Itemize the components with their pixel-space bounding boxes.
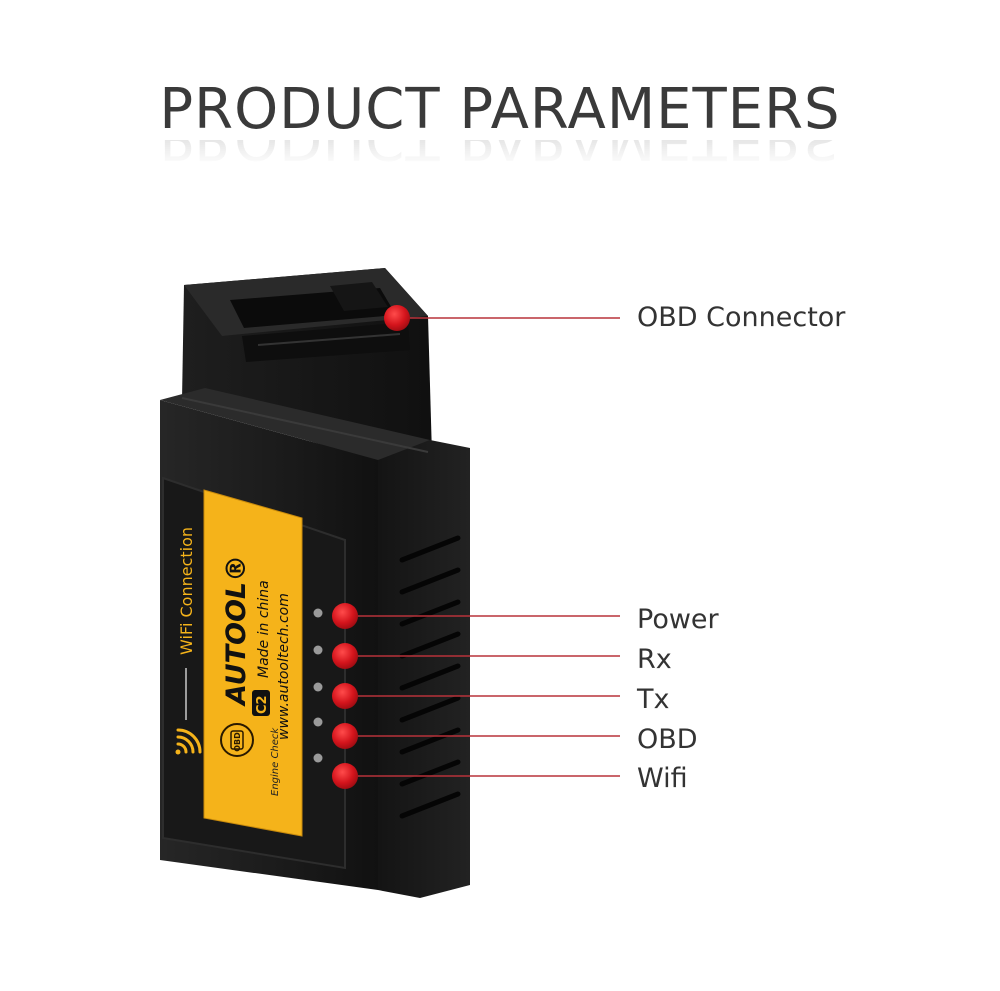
- wifi-connection-text: WiFi Connection: [177, 527, 196, 655]
- callout-label-obd: OBD: [637, 724, 698, 755]
- callout-label-rx: Rx: [637, 644, 672, 675]
- callout-label-obd-connector: OBD Connector: [637, 302, 846, 333]
- website-text: www.autooltech.com: [276, 593, 292, 740]
- engine-check-icon: [220, 723, 254, 757]
- model-badge: [252, 690, 270, 716]
- led-indicators: [313, 608, 323, 763]
- callout-lines: [345, 317, 620, 777]
- brand-logo-text: AUTOOL®: [221, 555, 252, 707]
- callout-dot-tx: [332, 683, 358, 709]
- callout-dot-power: [332, 603, 358, 629]
- callout-dot-rx: [332, 643, 358, 669]
- page-title: PRODUCT PARAMETERS: [159, 77, 841, 142]
- engine-check-text: Engine Check: [270, 727, 281, 796]
- led-wifi: [313, 753, 323, 763]
- callout-label-tx: Tx: [637, 684, 670, 715]
- callout-label-power: Power: [637, 604, 719, 635]
- made-in-text: Made in china: [256, 580, 272, 678]
- product-label: [203, 489, 303, 837]
- title-block: PRODUCT PARAMETERS PRODUCT PARAMETERS: [0, 77, 1000, 167]
- led-tx: [313, 682, 323, 692]
- led-obd: [313, 717, 323, 727]
- led-rx: [313, 645, 323, 655]
- callout-dot-wifi: [332, 763, 358, 789]
- led-power: [313, 608, 323, 618]
- engine-icon-text: OBD: [233, 732, 242, 752]
- wifi-icon: [175, 728, 202, 755]
- callout-dot-obd-connector: [384, 305, 410, 331]
- callout-dots: [332, 305, 410, 789]
- model-badge-text: C2: [255, 695, 270, 714]
- side-vents: [399, 535, 461, 819]
- callout-label-wifi: Wifi: [637, 763, 688, 794]
- callout-dot-obd: [332, 723, 358, 749]
